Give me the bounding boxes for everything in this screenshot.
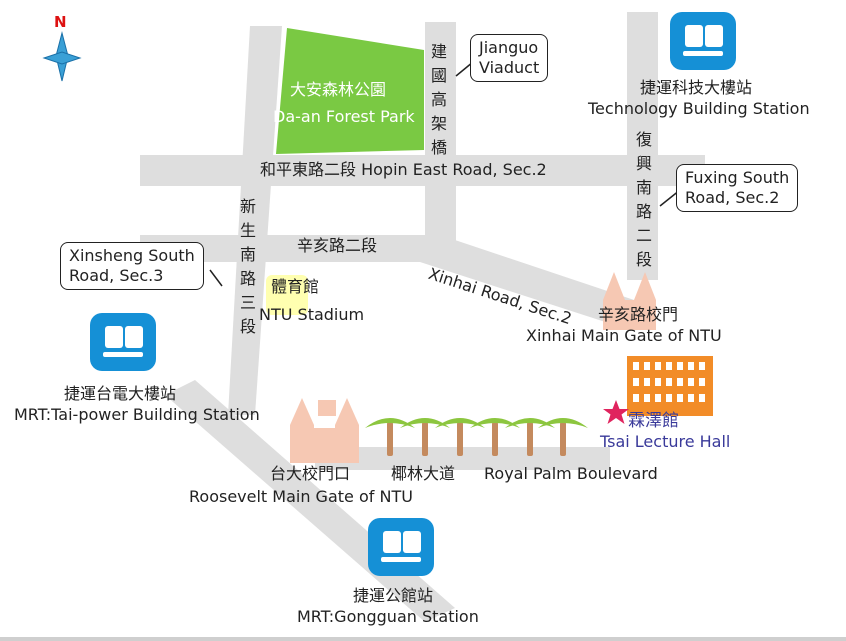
compass-north-label: N	[54, 13, 67, 31]
station-taipower-zh: 捷運台電大樓站	[64, 384, 177, 403]
stadium-label-zh: 體育館	[271, 277, 320, 296]
palm-tree-icon	[365, 418, 415, 456]
palm-tree-icon	[505, 418, 555, 456]
mrt-gongguan-icon	[368, 518, 434, 576]
boulevard-label-zh: 椰林大道	[391, 464, 456, 483]
royal-palms	[365, 418, 588, 456]
roosevelt-gate-label-en: Roosevelt Main Gate of NTU	[189, 487, 413, 506]
road-hopin-east-label: 和平東路二段 Hopin East Road, Sec.2	[260, 160, 547, 179]
tsai-hall-windows	[633, 362, 705, 402]
palm-tree-icon	[538, 418, 588, 456]
road-fuxing-south	[627, 12, 658, 280]
station-taipower-en: MRT:Tai-power Building Station	[14, 405, 260, 424]
station-technology-en: Technology Building Station	[588, 99, 810, 118]
park-label-zh: 大安森林公園	[290, 80, 387, 99]
stadium-area	[266, 275, 308, 315]
park-area	[276, 28, 424, 154]
station-gongguan-en: MRT:Gongguan Station	[297, 607, 479, 626]
tsai-hall-building	[627, 356, 713, 416]
xinhai-gate-icon	[603, 272, 656, 330]
road-xinhai-label-zh: 辛亥路二段	[297, 236, 378, 255]
palm-tree-icon	[470, 418, 520, 456]
bottom-border	[0, 637, 846, 641]
road-xinsheng-south	[228, 26, 282, 415]
road-jianguo-viaduct-label: 建 國 高 架 橋	[430, 42, 447, 157]
tsai-hall-star-icon	[603, 400, 629, 424]
tsai-hall-label-zh: 霖澤館	[628, 411, 679, 431]
xinhai-gate-label-zh: 辛亥路校門	[598, 305, 679, 324]
mrt-technology-icon	[670, 12, 736, 70]
tsai-hall-label-en: Tsai Lecture Hall	[600, 432, 731, 451]
stadium-label-en: NTU Stadium	[259, 305, 365, 324]
road-jianguo-viaduct	[425, 22, 456, 262]
mrt-taipower-icon	[90, 313, 156, 371]
xinhai-gate-label-en: Xinhai Main Gate of NTU	[526, 326, 722, 345]
roosevelt-gate-label-zh: 台大校門口	[270, 464, 351, 483]
boulevard-label-en: Royal Palm Boulevard	[484, 464, 658, 483]
callout-xinsheng-south: Xinsheng South Road, Sec.3	[60, 242, 204, 290]
palm-tree-icon	[435, 418, 485, 456]
compass-icon	[42, 31, 82, 82]
road-xinhai	[140, 235, 420, 262]
road-xinsheng-label: 新 生 南 路 三 段	[239, 197, 256, 336]
park-label-en: Da-an Forest Park	[273, 107, 415, 126]
station-technology-zh: 捷運科技大樓站	[640, 78, 753, 97]
road-fuxing-label: 復 興 南 路 二 段	[635, 130, 652, 269]
callout-jianguo-viaduct: Jianguo Viaduct	[470, 34, 549, 82]
palm-tree-icon	[400, 418, 450, 456]
road-xinhai-diagonal	[420, 235, 640, 330]
roosevelt-gate-icon	[290, 398, 359, 463]
station-gongguan-zh: 捷運公館站	[353, 586, 434, 605]
callout-fuxing-south: Fuxing South Road, Sec.2	[676, 164, 799, 212]
road-hopin-east	[140, 155, 705, 186]
